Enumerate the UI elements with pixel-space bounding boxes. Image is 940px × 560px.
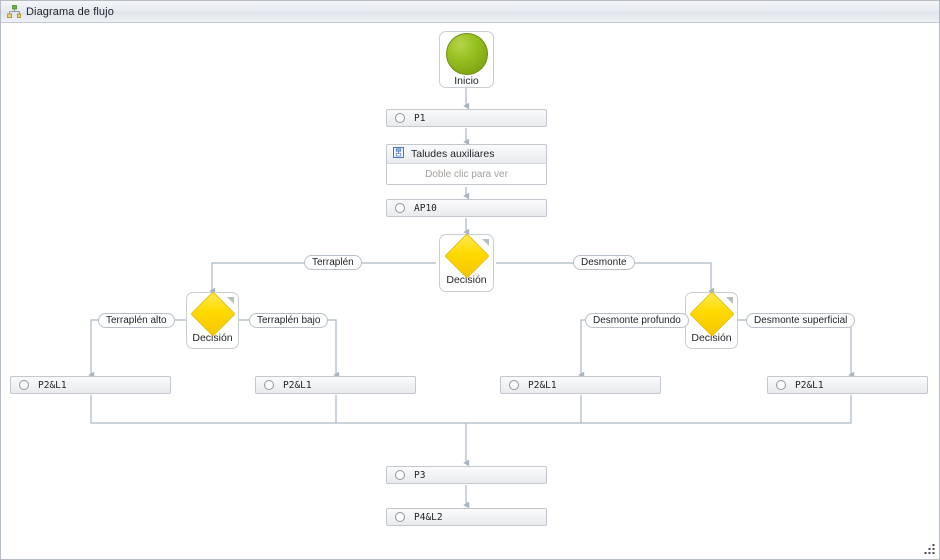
node-ap10[interactable]: AP10 [386,199,547,217]
wire-desmonte-profundo [578,319,686,379]
circle-ring-icon [509,380,519,390]
circle-ring-icon [19,380,29,390]
wire-desmonte-superficial [736,319,855,379]
node-p2l1-a-label: P2&L1 [38,379,67,391]
edge-label-desmonte-text: Desmonte [581,256,627,268]
resize-grip-icon[interactable] [923,543,936,556]
flowchart-hierarchy-icon [7,4,21,19]
circle-ring-icon [395,203,405,213]
node-p2l1-terraplen-bajo[interactable]: P2&L1 [255,376,416,394]
node-p3-label: P3 [414,469,426,481]
node-p2l1-d-label: P2&L1 [795,379,824,391]
node-p4l2-label: P4&L2 [414,511,443,523]
circle-ring-icon [776,380,786,390]
node-inicio[interactable]: Inicio [439,31,494,88]
window-title: Diagrama de flujo [26,5,114,18]
node-decision-desmonte-label: Decisión [691,331,732,344]
subprocess-header: Taludes auxiliares [387,145,546,164]
subprocess-hint: Doble clic para ver [425,168,508,180]
wire-terraplen-alto [88,319,187,379]
node-decision-terraplen-label: Decisión [192,331,233,344]
node-decision-principal[interactable]: Decisión [439,233,494,292]
node-decision-terraplen[interactable]: Decisión [186,290,239,349]
edge-label-desmonte-superficial-text: Desmonte superficial [754,314,848,326]
node-p2l1-terraplen-alto[interactable]: P2&L1 [10,376,171,394]
collapse-triangle-icon[interactable] [726,297,733,304]
circle-ring-icon [395,470,405,480]
node-p4l2[interactable]: P4&L2 [386,508,547,526]
edge-label-terraplen-text: Terraplén [312,256,354,268]
node-p3[interactable]: P3 [386,466,547,484]
subprocess-icon [393,145,404,163]
node-p1-label: P1 [414,112,426,124]
node-ap10-label: AP10 [414,202,437,214]
node-p2l1-desmonte-superficial[interactable]: P2&L1 [767,376,928,394]
node-p2l1-c-label: P2&L1 [528,379,557,391]
edge-label-desmonte-profundo: Desmonte profundo [585,313,689,328]
node-p2l1-desmonte-profundo[interactable]: P2&L1 [500,376,661,394]
edge-label-desmonte-profundo-text: Desmonte profundo [593,314,681,326]
node-taludes-auxiliares[interactable]: Taludes auxiliares Doble clic para ver [386,144,547,185]
circle-ring-icon [395,512,405,522]
circle-ring-icon [395,113,405,123]
node-p1[interactable]: P1 [386,109,547,127]
node-inicio-label: Inicio [454,74,479,87]
node-p2l1-b-label: P2&L1 [283,379,312,391]
edge-label-terraplen-alto: Terraplén alto [98,313,175,328]
node-decision-principal-label: Decisión [446,274,487,286]
edge-label-desmonte: Desmonte [573,255,635,270]
wire-terraplen-bajo [238,319,340,379]
edge-label-desmonte-superficial: Desmonte superficial [746,313,856,328]
edge-label-terraplen-bajo: Terraplén bajo [249,313,329,328]
edge-label-terraplen-alto-text: Terraplén alto [106,314,167,326]
node-taludes-label: Taludes auxiliares [411,148,495,160]
collapse-triangle-icon[interactable] [482,239,489,246]
subprocess-body[interactable]: Doble clic para ver [387,164,546,184]
wire-merge-bus [90,395,852,424]
collapse-triangle-icon[interactable] [227,297,234,304]
circle-ring-icon [264,380,274,390]
green-circle-icon [445,32,488,75]
edge-label-terraplen: Terraplén [304,255,362,270]
node-decision-desmonte[interactable]: Decisión [685,290,738,349]
diagram-canvas[interactable]: Inicio P1 Taludes auxiliares [1,23,939,559]
window-title-bar: Diagrama de flujo [1,1,939,23]
edge-label-terraplen-bajo-text: Terraplén bajo [257,314,321,326]
